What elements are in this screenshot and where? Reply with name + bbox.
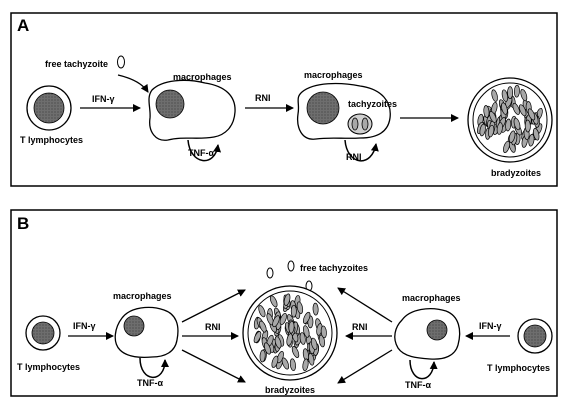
macrophage-right <box>395 309 460 359</box>
tachyzoite-entry-arrow <box>118 75 148 92</box>
tnf-left-label: TNF-α <box>137 378 163 388</box>
ifn-left-label: IFN-γ <box>73 321 96 331</box>
macrophages-label-2: macrophages <box>304 70 363 80</box>
central-tissue-cyst <box>243 286 337 380</box>
left-arrow-down <box>182 350 245 382</box>
bradyzoite <box>291 305 296 317</box>
macrophage-right-nucleus <box>427 320 447 340</box>
bradyzoite <box>260 350 266 362</box>
rni-right-label: RNI <box>352 322 368 332</box>
tnf-label: TNF-α <box>188 148 214 158</box>
t-lymphocytes-left-label: T lymphocytes <box>17 362 80 372</box>
free-tachyzoite-label: free tachyzoite <box>45 59 108 69</box>
left-arrow-up <box>182 290 245 322</box>
ifn-right-label: IFN-γ <box>479 321 502 331</box>
tnf-right-loop-arrow <box>410 360 434 379</box>
tnf-left-loop-arrow <box>140 358 165 377</box>
t-lymphocyte-left <box>26 316 60 350</box>
macrophage-1-nucleus <box>156 90 184 118</box>
right-arrow-down <box>338 350 392 383</box>
panel-b-letter: B <box>17 214 29 233</box>
tachyzoites-label: tachyzoites <box>348 99 397 109</box>
rni-loop-label: RNI <box>346 152 362 162</box>
tnf-right-label: TNF-α <box>405 380 431 390</box>
panel-a-letter: A <box>17 16 29 35</box>
t-lymphocyte-right <box>518 319 552 353</box>
macrophage-left-nucleus <box>124 316 144 336</box>
panel-a: A T lymphocytes IFN-γ free tachyzoite ma… <box>11 13 557 186</box>
tissue-cyst <box>468 78 552 162</box>
t-lymphocytes-label: T lymphocytes <box>20 135 83 145</box>
ifn-label: IFN-γ <box>92 94 115 104</box>
macrophage-left <box>115 307 178 357</box>
rni-left-label: RNI <box>205 322 221 332</box>
right-arrow-up <box>338 288 392 322</box>
bradyzoite <box>525 120 531 132</box>
rni-arrow-label: RNI <box>255 93 271 103</box>
bradyzoites-center-label: bradyzoites <box>265 385 315 395</box>
free-tachyzoite-parasite <box>118 56 125 68</box>
t-lymphocyte-cell <box>27 86 71 130</box>
bradyzoite <box>313 303 319 315</box>
bradyzoite <box>289 321 295 333</box>
t-lymphocytes-right-label: T lymphocytes <box>487 363 550 373</box>
macrophages-left-label: macrophages <box>113 291 172 301</box>
macrophage-2-nucleus <box>307 92 339 124</box>
panel-b: B T lymphocytes IFN-γ macrophages TNF-α … <box>11 210 557 396</box>
bradyzoite <box>507 87 512 99</box>
bradyzoites-label: bradyzoites <box>491 168 541 178</box>
tachyzoite-vacuole <box>348 114 372 134</box>
bradyzoite <box>514 85 520 97</box>
free-tachyzoites-label: free tachyzoites <box>300 263 368 273</box>
macrophages-right-label: macrophages <box>402 293 461 303</box>
